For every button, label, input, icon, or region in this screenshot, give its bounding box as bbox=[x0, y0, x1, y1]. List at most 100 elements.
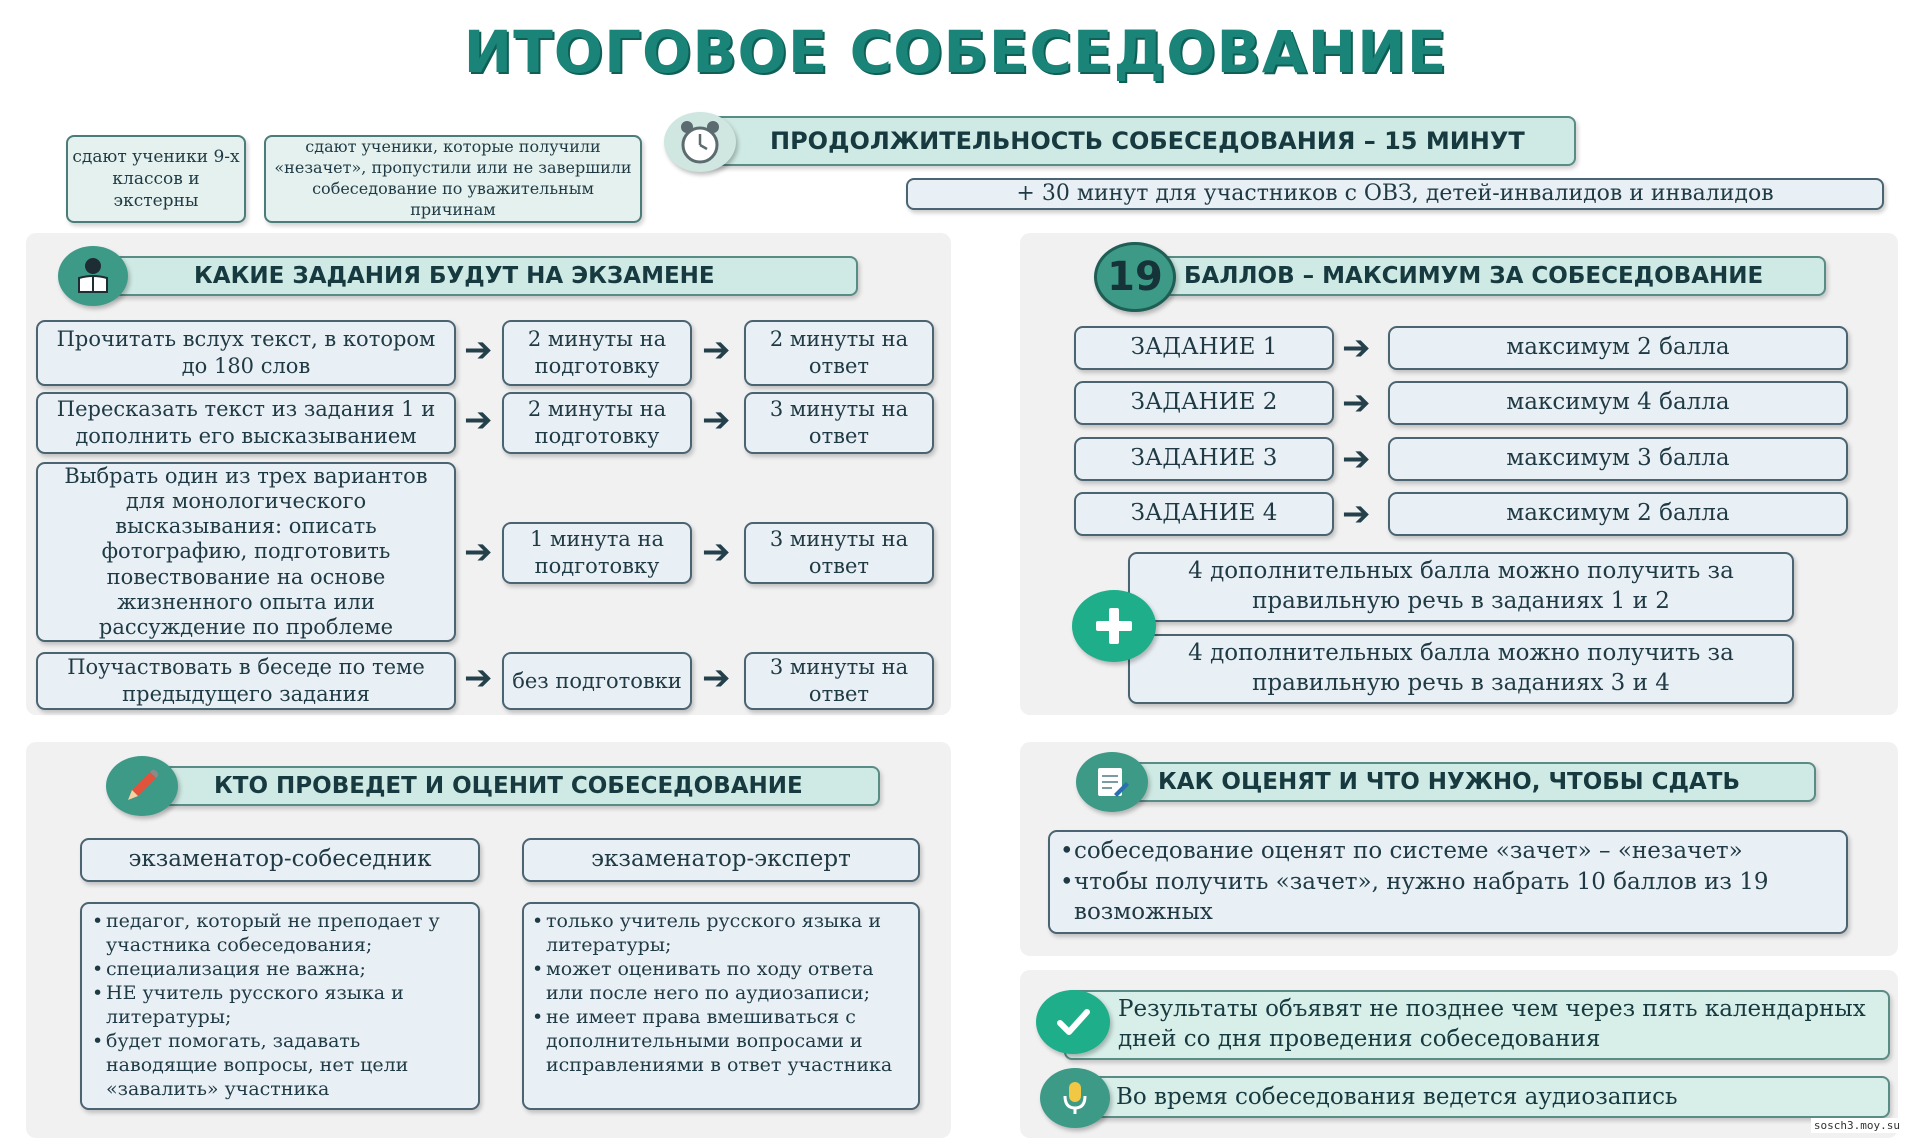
arrow-right-icon: ➔ bbox=[1342, 439, 1371, 479]
interlocutor-list: педагог, который не преподает у участник… bbox=[92, 910, 470, 1102]
score-task-3-text: ЗАДАНИЕ 3 bbox=[1130, 445, 1278, 472]
score-max-4-text: максимум 2 балла bbox=[1506, 500, 1730, 527]
grading-list: собеседование оценят по системе «зачет» … bbox=[1060, 836, 1838, 927]
regular-participants-text: сдают ученики 9-х классов и экстерны bbox=[72, 146, 240, 212]
retake-participants-text: сдают ученики, которые получили «незачет… bbox=[274, 137, 632, 219]
arrow-right-icon: ➔ bbox=[464, 400, 493, 440]
check-icon bbox=[1036, 990, 1110, 1054]
max-score-number: 19 bbox=[1107, 254, 1163, 300]
score-max-2-box: максимум 4 балла bbox=[1388, 381, 1848, 425]
task-1-box: Прочитать вслух текст, в котором до 180 … bbox=[36, 320, 456, 386]
audio-text: Во время собеседования ведется аудиозапи… bbox=[1116, 1084, 1678, 1110]
score-max-3-text: максимум 3 балла bbox=[1506, 445, 1730, 472]
watermark: sosch3.moy.su bbox=[1810, 1118, 1903, 1133]
task-3-answer-text: 3 минуты на ответ bbox=[769, 527, 909, 578]
task-1-answer-box: 2 минуты на ответ bbox=[744, 320, 934, 386]
task-4-prep-box: без подготовки bbox=[502, 652, 692, 710]
bonus-2-box: 4 дополнительных балла можно получить за… bbox=[1128, 634, 1794, 704]
task-4-box: Поучаствовать в беседе по теме предыдуще… bbox=[36, 652, 456, 710]
bonus-2-text: 4 дополнительных балла можно получить за… bbox=[1188, 640, 1734, 696]
score-max-2-text: максимум 4 балла bbox=[1506, 389, 1730, 416]
score-max-3-box: максимум 3 балла bbox=[1388, 437, 1848, 481]
task-3-prep-box: 1 минута на подготовку bbox=[502, 522, 692, 584]
max-score-badge: 19 bbox=[1094, 242, 1176, 312]
list-item: специализация не важна; bbox=[92, 958, 470, 982]
score-task-4-text: ЗАДАНИЕ 4 bbox=[1130, 500, 1278, 527]
bonus-1-box: 4 дополнительных балла можно получить за… bbox=[1128, 552, 1794, 622]
arrow-right-icon: ➔ bbox=[702, 532, 731, 572]
task-2-prep-text: 2 минуты на подготовку bbox=[527, 397, 667, 448]
duration-extra-box: + 30 минут для участников с ОВЗ, детей-и… bbox=[906, 178, 1884, 210]
expert-title-box: экзаменатор-эксперт bbox=[522, 838, 920, 882]
tasks-header: КАКИЕ ЗАДАНИЯ БУДУТ НА ЭКЗАМЕНЕ bbox=[92, 256, 858, 296]
arrow-right-icon: ➔ bbox=[464, 658, 493, 698]
list-item: может оценивать по ходу ответа или после… bbox=[532, 958, 912, 1006]
list-item: только учитель русского языка и литерату… bbox=[532, 910, 912, 958]
alarm-clock-icon bbox=[664, 112, 736, 172]
score-task-4-box: ЗАДАНИЕ 4 bbox=[1074, 492, 1334, 536]
task-4-answer-box: 3 минуты на ответ bbox=[744, 652, 934, 710]
task-4-answer-text: 3 минуты на ответ bbox=[769, 655, 909, 706]
list-item: педагог, который не преподает у участник… bbox=[92, 910, 470, 958]
grading-header: КАК ОЦЕНЯТ И ЧТО НУЖНО, ЧТОБЫ СДАТЬ bbox=[1110, 762, 1816, 802]
duration-text: ПРОДОЛЖИТЕЛЬНОСТЬ СОБЕСЕДОВАНИЯ – 15 МИН… bbox=[770, 127, 1525, 155]
score-task-3-box: ЗАДАНИЕ 3 bbox=[1074, 437, 1334, 481]
score-max-1-box: максимум 2 балла bbox=[1388, 326, 1848, 370]
score-task-2-box: ЗАДАНИЕ 2 bbox=[1074, 381, 1334, 425]
list-item: НЕ учитель русского языка и литературы; bbox=[92, 982, 470, 1030]
list-item: собеседование оценят по системе «зачет» … bbox=[1060, 836, 1838, 867]
task-2-answer-text: 3 минуты на ответ bbox=[769, 397, 909, 448]
task-1-prep-text: 2 минуты на подготовку bbox=[527, 327, 667, 378]
results-box: Результаты объявят не позднее чем через … bbox=[1064, 990, 1890, 1060]
bonus-1-text: 4 дополнительных балла можно получить за… bbox=[1188, 558, 1734, 614]
arrow-right-icon: ➔ bbox=[464, 532, 493, 572]
task-4-text: Поучаствовать в беседе по теме предыдуще… bbox=[67, 655, 425, 706]
pencil-icon bbox=[106, 756, 178, 816]
checklist-icon bbox=[1076, 752, 1148, 812]
task-3-text: Выбрать один из трех вариантов для монол… bbox=[64, 463, 428, 639]
expert-title: экзаменатор-эксперт bbox=[591, 846, 851, 873]
task-2-text: Пересказать текст из задания 1 и дополни… bbox=[56, 397, 436, 448]
task-2-box: Пересказать текст из задания 1 и дополни… bbox=[36, 392, 456, 454]
examiners-header-text: КТО ПРОВЕДЕТ И ОЦЕНИТ СОБЕСЕДОВАНИЕ bbox=[214, 773, 803, 799]
task-3-prep-text: 1 минута на подготовку bbox=[529, 527, 665, 578]
grading-header-text: КАК ОЦЕНЯТ И ЧТО НУЖНО, ЧТОБЫ СДАТЬ bbox=[1158, 769, 1741, 795]
arrow-right-icon: ➔ bbox=[702, 400, 731, 440]
score-task-2-text: ЗАДАНИЕ 2 bbox=[1130, 389, 1278, 416]
retake-participants-box: сдают ученики, которые получили «незачет… bbox=[264, 135, 642, 223]
task-4-prep-text: без подготовки bbox=[512, 668, 682, 693]
score-task-1-box: ЗАДАНИЕ 1 bbox=[1074, 326, 1334, 370]
page-title: ИТОГОВОЕ СОБЕСЕДОВАНИЕ bbox=[463, 18, 1448, 86]
score-header-text: БАЛЛОВ – МАКСИМУМ ЗА СОБЕСЕДОВАНИЕ bbox=[1184, 263, 1764, 289]
task-3-box: Выбрать один из трех вариантов для монол… bbox=[36, 462, 456, 642]
arrow-right-icon: ➔ bbox=[1342, 383, 1371, 423]
task-2-prep-box: 2 минуты на подготовку bbox=[502, 392, 692, 454]
examiners-header: КТО ПРОВЕДЕТ И ОЦЕНИТ СОБЕСЕДОВАНИЕ bbox=[140, 766, 880, 806]
list-item: чтобы получить «зачет», нужно набрать 10… bbox=[1060, 867, 1838, 928]
task-1-prep-box: 2 минуты на подготовку bbox=[502, 320, 692, 386]
task-3-answer-box: 3 минуты на ответ bbox=[744, 522, 934, 584]
score-task-1-text: ЗАДАНИЕ 1 bbox=[1130, 334, 1278, 361]
task-1-answer-text: 2 минуты на ответ bbox=[769, 327, 909, 378]
arrow-right-icon: ➔ bbox=[1342, 328, 1371, 368]
arrow-right-icon: ➔ bbox=[702, 330, 731, 370]
task-2-answer-box: 3 минуты на ответ bbox=[744, 392, 934, 454]
duration-extra-text: + 30 минут для участников с ОВЗ, детей-и… bbox=[1016, 180, 1774, 206]
arrow-right-icon: ➔ bbox=[702, 658, 731, 698]
task-1-text: Прочитать вслух текст, в котором до 180 … bbox=[56, 327, 436, 378]
score-max-4-box: максимум 2 балла bbox=[1388, 492, 1848, 536]
tasks-header-text: КАКИЕ ЗАДАНИЯ БУДУТ НА ЭКЗАМЕНЕ bbox=[194, 263, 715, 289]
expert-list: только учитель русского языка и литерату… bbox=[532, 910, 912, 1078]
regular-participants-box: сдают ученики 9-х классов и экстерны bbox=[66, 135, 246, 223]
audio-box: Во время собеседования ведется аудиозапи… bbox=[1070, 1076, 1890, 1118]
grading-list-box: собеседование оценят по системе «зачет» … bbox=[1048, 830, 1848, 934]
student-reading-icon bbox=[58, 246, 128, 306]
interlocutor-title: экзаменатор-собеседник bbox=[128, 846, 432, 873]
duration-header: ПРОДОЛЖИТЕЛЬНОСТЬ СОБЕСЕДОВАНИЯ – 15 МИН… bbox=[700, 116, 1576, 166]
plus-icon bbox=[1072, 590, 1156, 662]
interlocutor-list-box: педагог, который не преподает у участник… bbox=[80, 902, 480, 1110]
arrow-right-icon: ➔ bbox=[464, 330, 493, 370]
list-item: будет помогать, задавать наводящие вопро… bbox=[92, 1030, 470, 1102]
list-item: не имеет права вмешиваться с дополнитель… bbox=[532, 1006, 912, 1078]
arrow-right-icon: ➔ bbox=[1342, 494, 1371, 534]
